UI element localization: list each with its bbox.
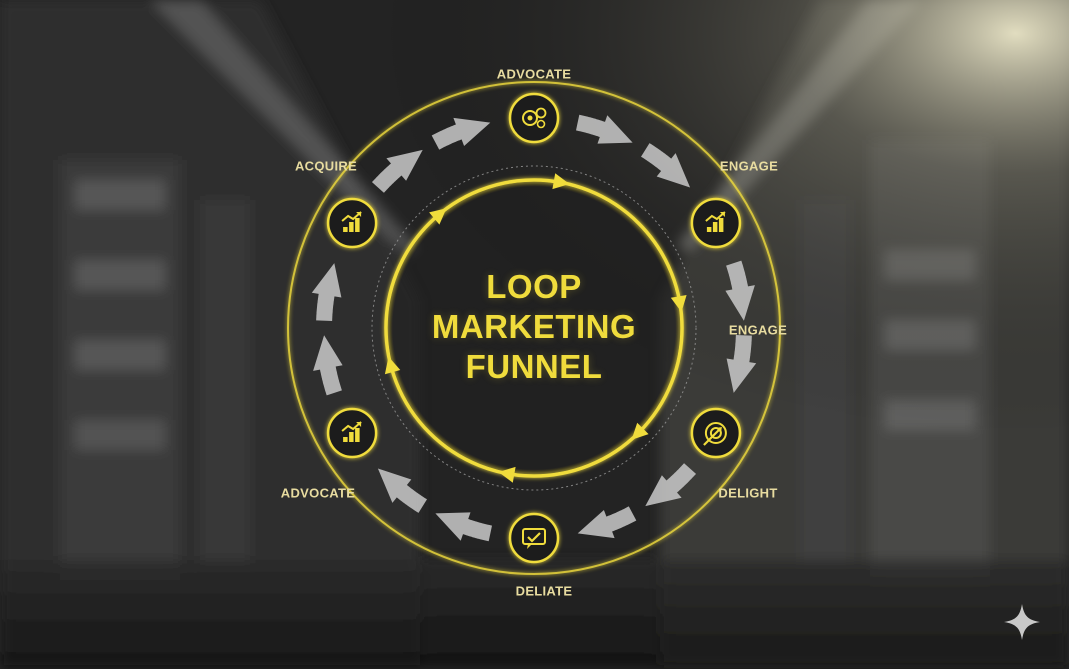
outer-arrow-0-1 xyxy=(641,143,691,188)
node-3 xyxy=(508,512,560,564)
outer-arrow-2-0 xyxy=(645,463,696,507)
checkmark-chat-icon xyxy=(522,528,546,549)
node-label-deliate: DELIATE xyxy=(515,583,573,599)
node-label-acquire: ACQUIRE xyxy=(294,158,358,174)
bar-chart-icon xyxy=(705,211,726,232)
outer-arrows xyxy=(311,114,757,542)
dotted-ring xyxy=(371,165,697,491)
inner-arrow-head-1 xyxy=(670,295,687,313)
side-label-engage: ENGAGE xyxy=(728,322,788,338)
outer-arrow-3-1 xyxy=(377,468,427,513)
outer-arrow-2-1 xyxy=(577,506,637,539)
outer-arrow-0-0 xyxy=(576,114,633,144)
bar-chart-icon xyxy=(341,211,362,232)
outer-ring xyxy=(287,81,781,575)
node-label-delight: DELIGHT xyxy=(718,485,778,501)
inner-loop-ring xyxy=(384,178,684,478)
outer-arrow-4-1 xyxy=(311,263,342,321)
title-line-2: MARKETING xyxy=(431,308,637,345)
node-label-engage: ENGAGE xyxy=(719,158,779,174)
inner-arrow-head-4 xyxy=(384,356,401,375)
inner-arrow-head-5 xyxy=(429,208,447,225)
inner-arrows xyxy=(384,173,687,483)
node-4 xyxy=(326,407,378,459)
node-5 xyxy=(326,197,378,249)
outer-arrow-1-0 xyxy=(725,260,755,321)
title-line-1: LOOP xyxy=(486,268,582,305)
inner-arrow-head-3 xyxy=(498,466,516,483)
node-2 xyxy=(690,407,742,459)
inner-arrow-head-0 xyxy=(552,173,570,190)
inner-arrow-head-2 xyxy=(631,422,649,440)
target-icon xyxy=(703,422,727,446)
gears-icon xyxy=(522,107,547,129)
outer-arrow-3-0 xyxy=(435,512,492,542)
outer-arrow-5-1 xyxy=(431,117,491,150)
node-1 xyxy=(690,197,742,249)
sparkle-icon xyxy=(1002,602,1042,642)
outer-arrow-1-1 xyxy=(726,335,757,393)
bar-chart-icon xyxy=(341,421,362,442)
node-0 xyxy=(508,92,560,144)
title-line-3: FUNNEL xyxy=(465,348,603,385)
node-label-advocate-top: ADVOCATE xyxy=(496,66,572,82)
node-label-advocate-bottom: ADVOCATE xyxy=(280,485,356,501)
outer-arrow-5-0 xyxy=(372,149,423,193)
stage-nodes xyxy=(326,92,742,564)
outer-arrow-4-0 xyxy=(313,335,343,396)
